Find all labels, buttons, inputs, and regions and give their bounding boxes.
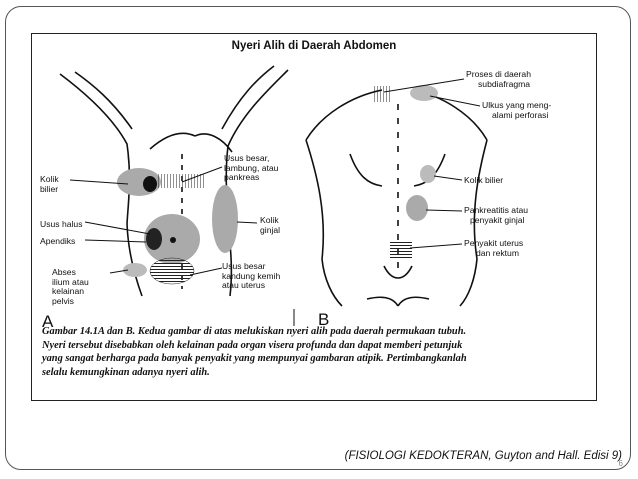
caption-line: selalu kemungkinan adanya nyeri alih. [42, 366, 210, 378]
front-pain-zones [117, 168, 238, 285]
back-pain-zones [374, 85, 438, 260]
caption-line: Nyeri tersebut disebabkan oleh kelainan … [42, 339, 463, 351]
label-apendiks: Apendiks [40, 236, 76, 246]
label-penyakit-uterus: Penyakit uterus dan rektum [464, 238, 524, 258]
figure-title: Nyeri Alih di Daerah Abdomen [231, 40, 397, 52]
back-leader-lines [383, 78, 481, 249]
front-leader-lines [69, 166, 258, 276]
label-kolik-ginjal: Kolik ginjal [260, 215, 281, 235]
body-illustration [59, 65, 488, 326]
label-usus-halus: Usus halus [40, 219, 83, 229]
panel-a-letter: A [42, 312, 54, 331]
caption-line: yang sangat berharga pada banyak penyaki… [42, 353, 467, 365]
label-abses: Abses ilium atau kelainan pelvis [52, 267, 89, 306]
label-usus-besar-lambung: Usus besar, lambung, atau pankreas [224, 153, 279, 182]
label-kolik-bilier-a: Kolik bilier [40, 174, 59, 194]
label-pankreatitis: Pankreatitis atau penyakit ginjal [464, 205, 529, 225]
figure-caption: Gambar 14.1A dan B. Kedua gambar di atas… [42, 325, 590, 379]
label-kolik-bilier-b: Kolik bilier [464, 175, 504, 185]
label-usus-besar-kandung: Usus besar kandung kemih atau uterus [222, 261, 281, 290]
back-torso-outline [305, 89, 488, 307]
source-citation: (FISIOLOGI KEDOKTERAN, Guyton and Hall. … [344, 450, 622, 462]
panel-b-letter: B [318, 310, 330, 329]
referred-pain-figure: Nyeri Alih di Daerah Abdomen [31, 33, 597, 401]
caption-line: Gambar 14.1A dan B. Kedua gambar di atas… [42, 326, 467, 337]
label-ulkus: Ulkus yang meng- alami perforasi [482, 100, 552, 120]
slide-number: 6 [618, 459, 623, 468]
label-proses-subdiafragma: Proses di daerah subdiafragma [466, 69, 531, 89]
